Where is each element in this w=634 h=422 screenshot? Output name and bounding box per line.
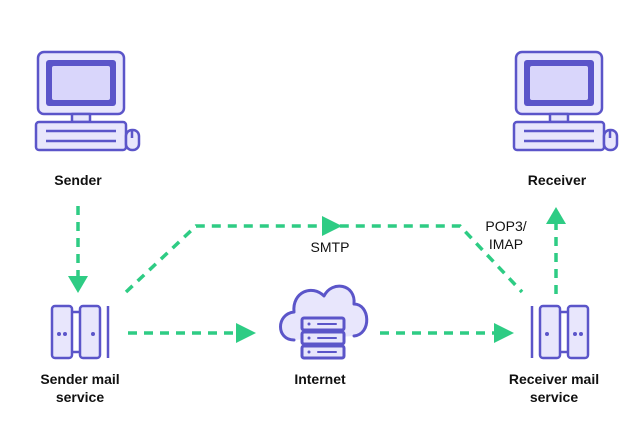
arrowhead-smtp [322, 216, 342, 236]
arrow-smtp-path [124, 224, 524, 294]
arrowhead-sender-to-sender-mail [68, 276, 88, 293]
receiver-mail-label-line2: service [530, 389, 578, 405]
pop3-imap-label-line2: IMAP [489, 236, 523, 252]
internet-label: Internet [294, 371, 346, 387]
arrows [68, 206, 566, 343]
sender-label: Sender [54, 172, 102, 188]
pop3-imap-label-line1: POP3/ [485, 218, 526, 234]
sender-mail-server-icon [50, 304, 110, 360]
arrowhead-to-receiver-mail [494, 323, 514, 343]
sender-computer-icon [34, 50, 141, 152]
sender-mail-label-line1: Sender mail [40, 371, 119, 387]
internet-cloud-icon [279, 284, 369, 360]
receiver-mail-server-icon [530, 304, 590, 360]
receiver-label: Receiver [528, 172, 587, 188]
smtp-label: SMTP [311, 239, 350, 255]
receiver-mail-label-line1: Receiver mail [509, 371, 599, 387]
sender-mail-label-line2: service [56, 389, 104, 405]
arrowhead-to-receiver [546, 207, 566, 224]
receiver-computer-icon [512, 50, 619, 152]
arrowhead-to-internet [236, 323, 256, 343]
